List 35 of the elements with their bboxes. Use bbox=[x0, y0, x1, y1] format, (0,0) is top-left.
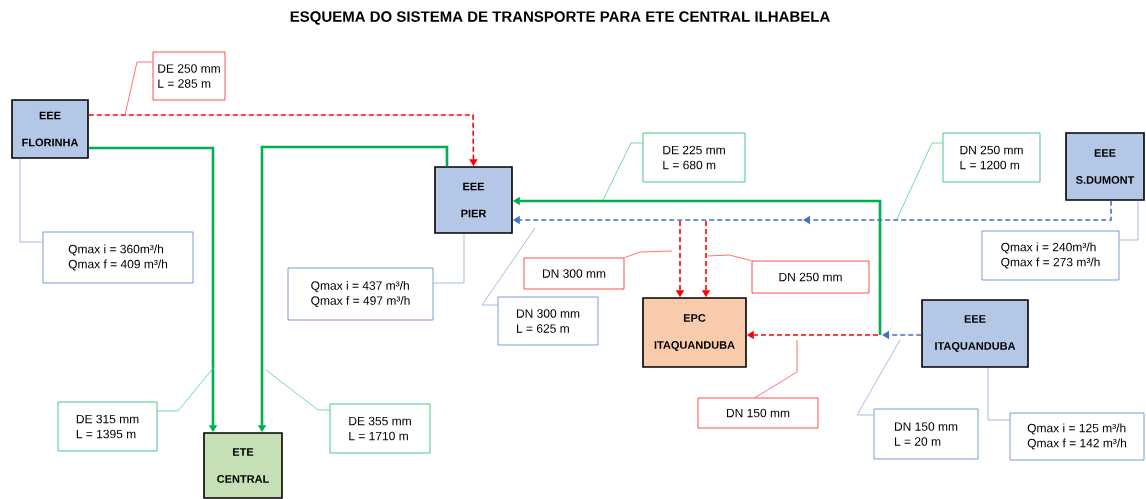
callout-box: DE 225 mm L = 680 m bbox=[642, 132, 746, 183]
leader-line bbox=[602, 142, 644, 201]
callout-box: DN 250 mm bbox=[751, 260, 870, 294]
callout-box: DE 355 mm L = 1710 m bbox=[329, 403, 431, 454]
callout-box: Qmax i = 360m³/h Qmax f = 409 m³/h bbox=[42, 231, 194, 284]
callout-box: DN 300 mm bbox=[523, 257, 625, 290]
leader-line bbox=[124, 61, 154, 116]
callout-box: Qmax i = 125 m³/h Qmax f = 142 m³/h bbox=[1009, 412, 1145, 461]
leader-line bbox=[987, 367, 1011, 421]
leader-line bbox=[896, 142, 944, 220]
callout-box: DE 250 mm L = 285 m bbox=[152, 51, 226, 101]
callout-box: DN 150 mm L = 20 m bbox=[873, 408, 979, 460]
callout-box: DN 150 mm bbox=[697, 397, 819, 429]
callout-box: DE 315 mm L = 1395 m bbox=[57, 401, 158, 452]
leader-line bbox=[432, 233, 465, 284]
station-box: EEE FLORINHA bbox=[11, 99, 89, 159]
station-box: EEE ITAQUANDUBA bbox=[921, 299, 1029, 368]
callout-box: Qmax i = 437 m³/h Qmax f = 497 m³/h bbox=[287, 267, 434, 321]
station-box: EEE S.DUMONT bbox=[1065, 132, 1145, 201]
leader-line bbox=[1118, 200, 1139, 241]
title: ESQUEMA DO SISTEMA DE TRANSPORTE PARA ETE CENTRAL ILHABELA bbox=[290, 11, 830, 25]
leader-line bbox=[156, 365, 216, 412]
station-box: EPC ITAQUANDUBA bbox=[642, 297, 747, 368]
leader-line bbox=[623, 250, 673, 259]
leader-line bbox=[481, 227, 536, 306]
leader-line bbox=[19, 158, 44, 243]
leader-line bbox=[754, 339, 798, 399]
callout-box: Qmax i = 240m³/h Qmax f = 273 m³/h bbox=[981, 230, 1120, 281]
leader-line bbox=[265, 369, 331, 411]
leader-line bbox=[856, 339, 901, 416]
station-box: ETE CENTRAL bbox=[203, 432, 283, 499]
leader-line bbox=[707, 254, 753, 262]
callout-box: DN 300 mm L = 625 m bbox=[497, 296, 599, 346]
callout-box: DN 250 mm L = 1200 m bbox=[942, 132, 1041, 183]
station-box: EEE PIER bbox=[434, 166, 513, 234]
